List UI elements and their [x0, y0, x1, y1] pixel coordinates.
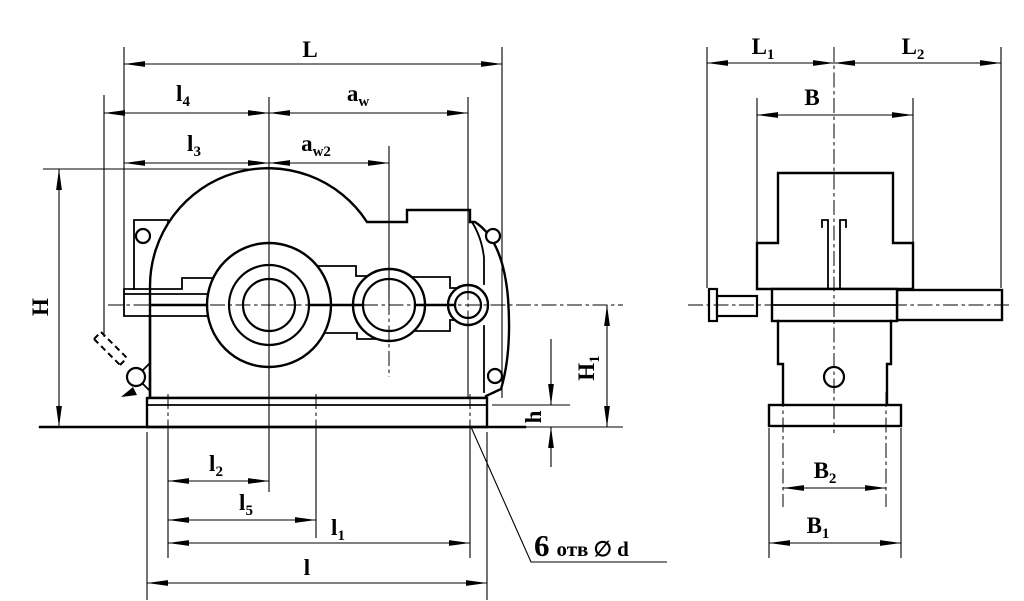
- base-bolt-axes: [167, 394, 471, 430]
- label-L2: L2: [902, 34, 925, 63]
- drain-plug-tip: [121, 387, 137, 397]
- label-B: B: [804, 85, 819, 110]
- side-upper-housing: [755, 171, 915, 291]
- label-l4: l4: [176, 81, 190, 110]
- label-l1: l1: [331, 515, 345, 544]
- boss-connector-bottom-1: [322, 332, 381, 340]
- keyway-lines: [821, 219, 847, 290]
- label-B1: B1: [807, 513, 830, 542]
- label-h: h: [521, 410, 546, 423]
- front-extension-lines: [43, 47, 623, 600]
- side-base-flange: [767, 403, 903, 428]
- label-l3: l3: [187, 131, 201, 160]
- label-aw: aw: [347, 81, 370, 110]
- right-flange-inner-upper: [470, 220, 485, 285]
- label-B2: B2: [814, 458, 837, 487]
- mounting-hole-leader: [470, 426, 667, 563]
- housing-silhouette: [148, 167, 511, 400]
- bolt-hole-top-right: [484, 227, 502, 245]
- bolt-hole-bottom-right: [486, 367, 504, 385]
- drain-plug-hidden: [93, 331, 152, 397]
- label-l5: l5: [239, 490, 253, 519]
- boss-connector-bottom-2: [412, 319, 457, 332]
- label-l: l: [304, 555, 310, 580]
- base-flange: [145, 396, 489, 429]
- boss-connector-top-2: [412, 276, 457, 289]
- label-H1: H1: [574, 355, 603, 380]
- front-dimension-lines: [56, 61, 610, 586]
- label-H: H: [28, 298, 53, 316]
- side-extension-lines: [706, 47, 1002, 558]
- label-L: L: [302, 37, 317, 62]
- side-lower-housing: [776, 319, 893, 407]
- side-shaft-left-stem: [715, 294, 759, 318]
- side-view: L1 L2 B B2 B1: [688, 34, 1012, 558]
- label-l2: l2: [209, 451, 223, 480]
- side-dimension-lines: [707, 60, 1001, 546]
- drain-plug-boss: [125, 366, 147, 388]
- label-aw2: aw2: [301, 131, 331, 160]
- boss-connector-top-1: [316, 265, 368, 277]
- bolt-hole-top-left: [134, 227, 152, 245]
- label-L1: L1: [752, 34, 775, 63]
